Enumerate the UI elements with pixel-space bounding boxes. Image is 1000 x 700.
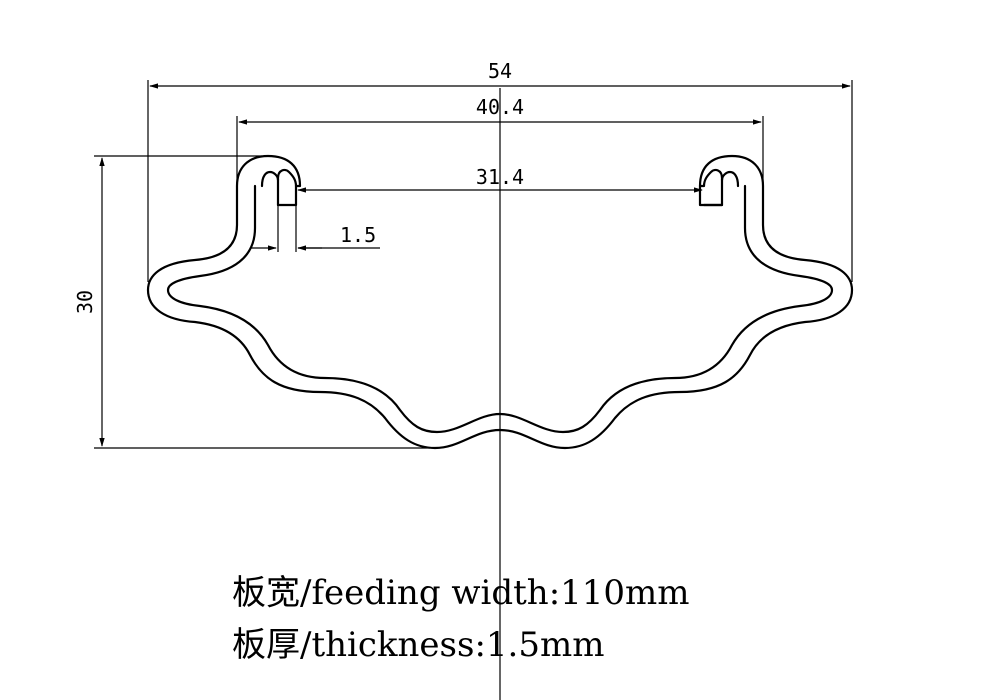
dim-height-label: 30 xyxy=(73,290,97,314)
dim-hook-gap xyxy=(250,205,380,252)
dim-inner-width xyxy=(236,116,764,184)
profile-outer-edge xyxy=(146,154,854,450)
dim-overall-width-label: 54 xyxy=(488,59,512,83)
profile-inner-edge xyxy=(166,170,834,434)
feeding-width-note: 板宽/feeding width:110mm xyxy=(232,573,690,613)
dim-height xyxy=(94,155,430,449)
dim-overall-width xyxy=(147,80,853,282)
dim-inner-width-label: 40.4 xyxy=(476,95,524,119)
thickness-note: 板厚/thickness:1.5mm xyxy=(232,625,604,665)
profile-outline xyxy=(146,154,854,450)
dim-hook-gap-label: 1.5 xyxy=(340,223,376,247)
dim-opening-width-label: 31.4 xyxy=(476,165,524,189)
